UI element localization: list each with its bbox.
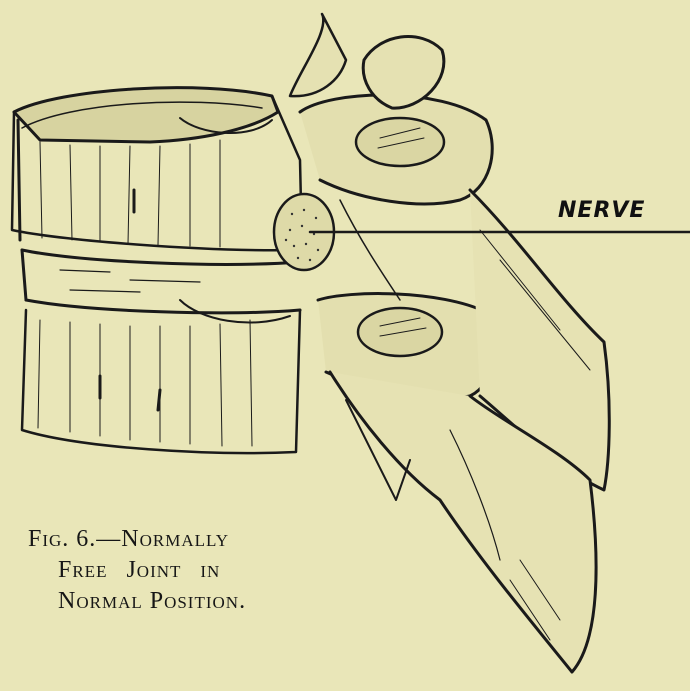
spinous-processes [330, 190, 609, 672]
caption-line-2: Free Joint in [28, 555, 368, 586]
intervertebral-disc [22, 250, 300, 313]
lower-vertebral-body [22, 300, 300, 453]
caption-line-1: Fig. 6.—Normally [28, 524, 368, 555]
figure-caption: Fig. 6.—Normally Free Joint in Normal Po… [28, 524, 368, 617]
caption-line-3: Normal Position. [28, 586, 368, 617]
upper-vertebral-body [12, 88, 302, 251]
upper-transverse-process [300, 95, 492, 204]
nerve-label: NERVE [558, 198, 645, 223]
